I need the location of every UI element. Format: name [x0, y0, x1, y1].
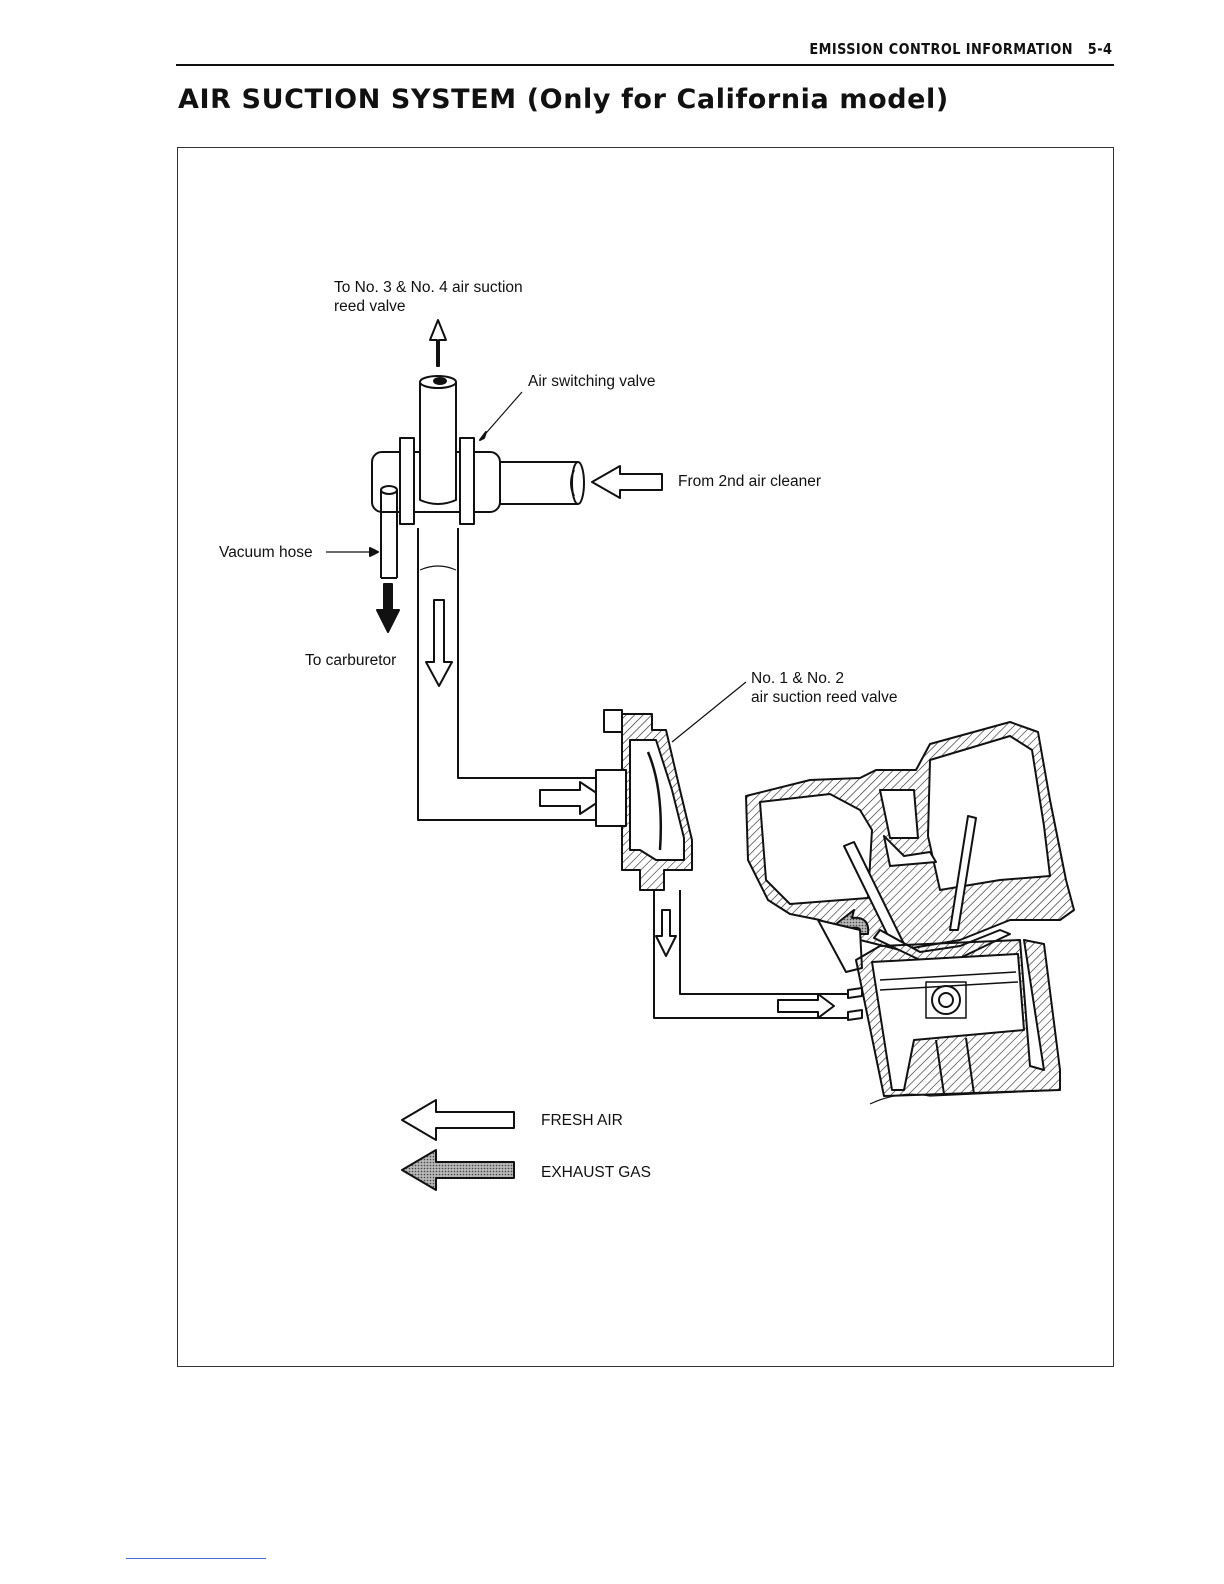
arrow-to-carburetor [377, 610, 399, 632]
arrow-up-fresh-air [430, 320, 446, 366]
label-air-switching-valve: Air switching valve [528, 372, 656, 391]
inlet-pipe [500, 462, 578, 504]
legend-exhaust-gas-label: EXHAUST GAS [541, 1163, 651, 1182]
arrow-into-cylinder [778, 994, 834, 1018]
label-reed-valve-12-line2: air suction reed valve [751, 688, 897, 707]
label-to-reed-valve-34-line1: To No. 3 & No. 4 air suction [334, 278, 523, 297]
label-from-air-cleaner: From 2nd air cleaner [678, 472, 821, 491]
legend-fresh-air-arrow [402, 1100, 514, 1140]
arrow-inlet-fresh-air [592, 466, 662, 498]
label-to-reed-valve-34-line2: reed valve [334, 297, 523, 316]
label-to-carburetor: To carburetor [305, 651, 396, 670]
label-reed-valve-12: No. 1 & No. 2 air suction reed valve [751, 669, 897, 707]
label-to-reed-valve-34: To No. 3 & No. 4 air suction reed valve [334, 278, 523, 316]
legend-exhaust-gas-arrow [402, 1150, 514, 1190]
legend-fresh-air-label: FRESH AIR [541, 1111, 623, 1130]
arrow-into-reed-valve [540, 782, 604, 814]
footer-rule [126, 1558, 266, 1559]
label-vacuum-hose: Vacuum hose [219, 543, 313, 562]
label-reed-valve-12-line1: No. 1 & No. 2 [751, 669, 897, 688]
